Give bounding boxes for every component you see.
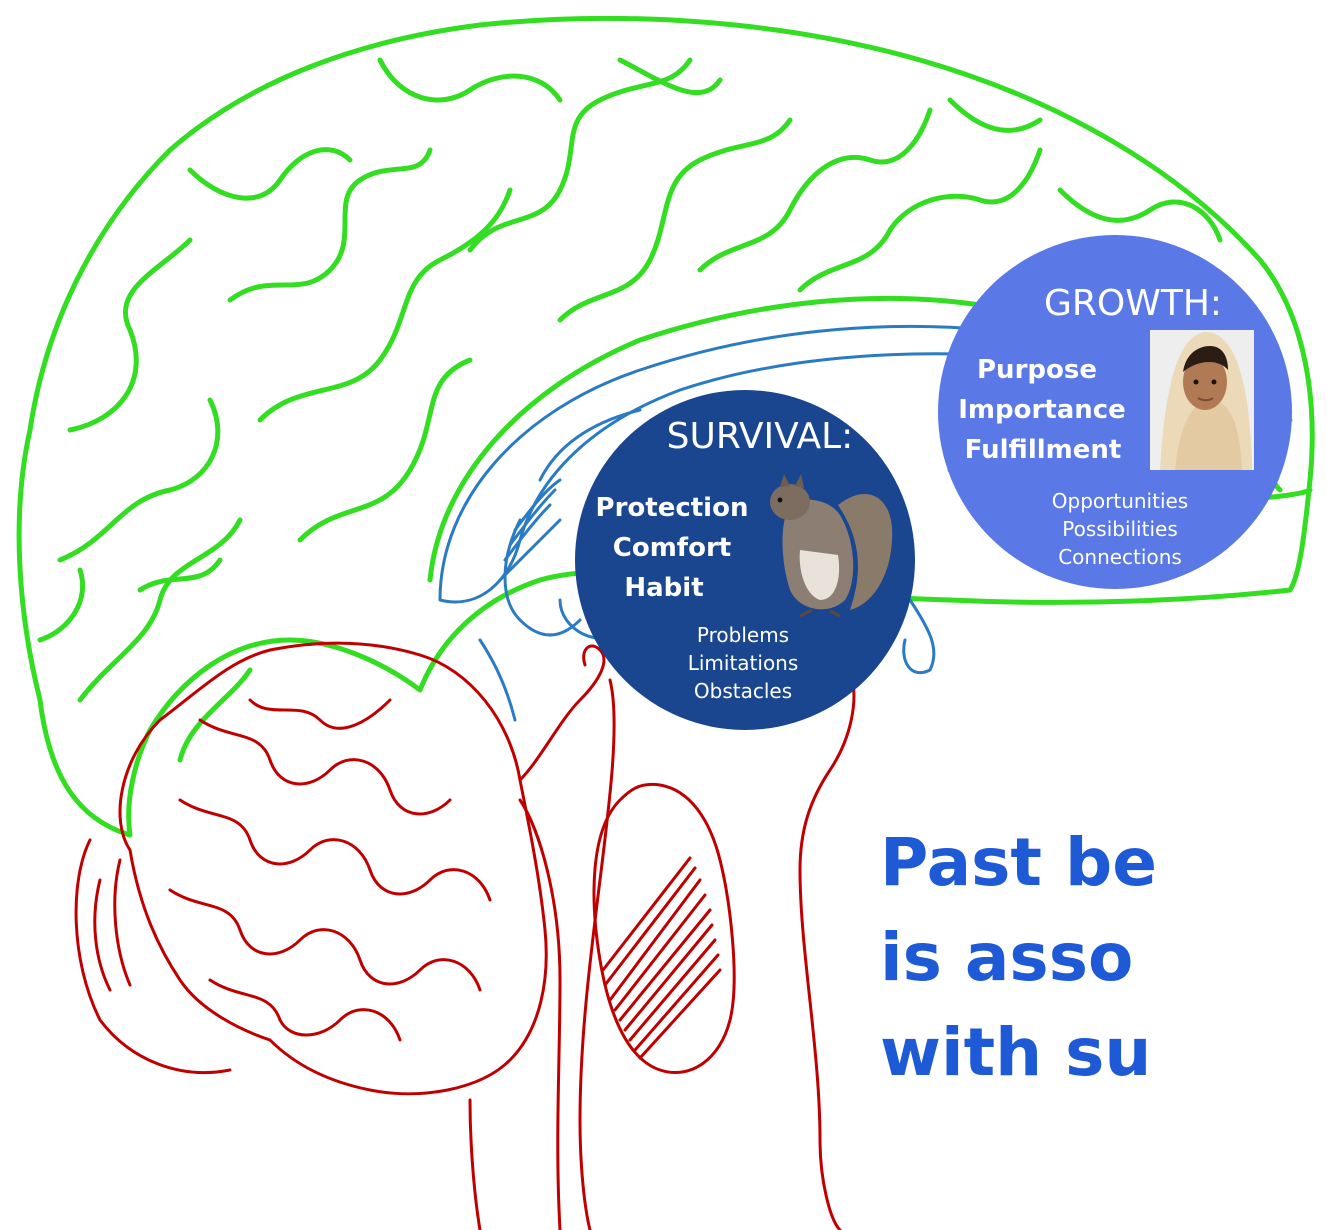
- survival-secondary-2: Limitations: [688, 651, 799, 675]
- cerebellum-folia: [250, 700, 390, 728]
- survival-primary-3: Habit: [624, 573, 703, 603]
- cerebellum-folia: [170, 890, 480, 990]
- survival-secondary-3: Obstacles: [694, 679, 792, 703]
- gyrus: [380, 60, 560, 100]
- growth-node: GROWTH: Purpose Importance Fulfillment O…: [938, 235, 1292, 589]
- brainstem-mid: [580, 680, 614, 1230]
- gyrus: [40, 570, 83, 640]
- brainstem-right: [800, 670, 854, 1230]
- growth-secondary-1: Opportunities: [1052, 489, 1188, 513]
- survival-primary-2: Comfort: [613, 533, 731, 563]
- gyrus: [560, 120, 790, 320]
- gyrus: [950, 100, 1040, 130]
- growth-secondary-2: Possibilities: [1062, 517, 1177, 541]
- portrait-photo: [1150, 330, 1254, 470]
- gyrus: [230, 150, 430, 300]
- gyrus: [700, 110, 930, 270]
- gyrus: [140, 560, 220, 590]
- spinal-left: [470, 1100, 480, 1230]
- cerebellum-folia-outer: [76, 840, 230, 1073]
- survival-heading: SURVIVAL:: [667, 416, 854, 457]
- gyrus: [190, 150, 350, 199]
- cerebellum-folia: [210, 980, 400, 1040]
- cerebellum-folia: [200, 720, 450, 814]
- gyrus: [300, 360, 470, 540]
- survival-primary-1: Protection: [596, 493, 749, 523]
- growth-heading: GROWTH:: [1044, 283, 1222, 324]
- growth-secondary-3: Connections: [1058, 545, 1182, 569]
- caption: Past be is asso with su: [880, 824, 1157, 1091]
- survival-node: SURVIVAL: Protection Comfort Habit Probl…: [575, 390, 915, 730]
- growth-primary-2: Importance: [958, 395, 1126, 425]
- gyrus: [800, 150, 1040, 290]
- survival-secondary-1: Problems: [697, 623, 789, 647]
- cerebellum-folia: [180, 800, 490, 900]
- gyrus: [80, 520, 240, 700]
- caption-line-2: is asso: [880, 919, 1133, 996]
- gyrus: [70, 240, 190, 430]
- growth-primary-1: Purpose: [977, 355, 1097, 385]
- gyrus: [260, 190, 510, 420]
- caption-line-1: Past be: [880, 824, 1157, 901]
- caption-line-3: with su: [880, 1014, 1151, 1091]
- gyrus: [470, 60, 690, 250]
- growth-primary-3: Fulfillment: [965, 435, 1122, 465]
- brainstem-left: [520, 646, 604, 1230]
